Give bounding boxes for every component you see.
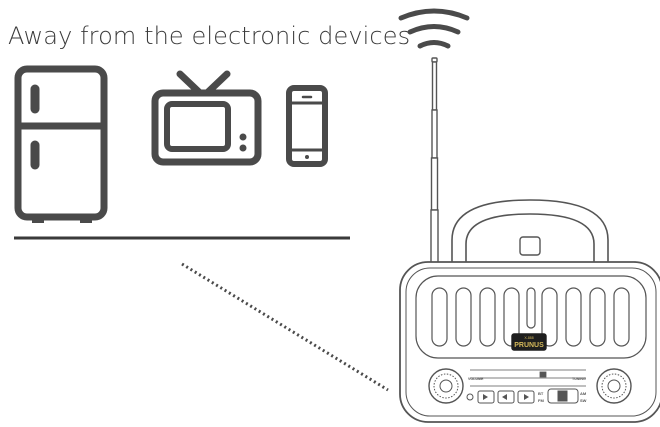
band-label-fm: FM — [538, 398, 544, 403]
tv-icon — [151, 70, 262, 166]
phone-icon — [286, 85, 328, 167]
radio-icon: X-888 PRUNUS VOLUME TUNING — [399, 57, 660, 423]
band-label-bt: BT — [538, 391, 544, 396]
tuning-knob — [596, 368, 632, 404]
handle — [451, 199, 609, 264]
band-label-sw: SW — [580, 398, 587, 403]
radio-brand: PRUNUS — [514, 342, 544, 349]
tuning-label: TUNING — [572, 377, 586, 381]
volume-knob — [428, 368, 464, 404]
radio-model: X-888 — [524, 336, 533, 340]
tuning-scale: VOLUME TUNING — [468, 369, 586, 387]
speaker-grille — [431, 287, 630, 347]
refrigerator-icon — [14, 65, 108, 223]
antenna — [430, 57, 439, 271]
volume-label: VOLUME — [468, 377, 484, 381]
distance-dotted-line — [181, 262, 389, 392]
heading: Away from the electronic devices — [8, 22, 411, 50]
band-label-am: AM — [580, 391, 587, 396]
signal-waves-icon — [398, 8, 470, 49]
control-buttons: BT FM AM SW — [466, 388, 587, 404]
brand-logo: X-888 PRUNUS — [511, 333, 547, 351]
